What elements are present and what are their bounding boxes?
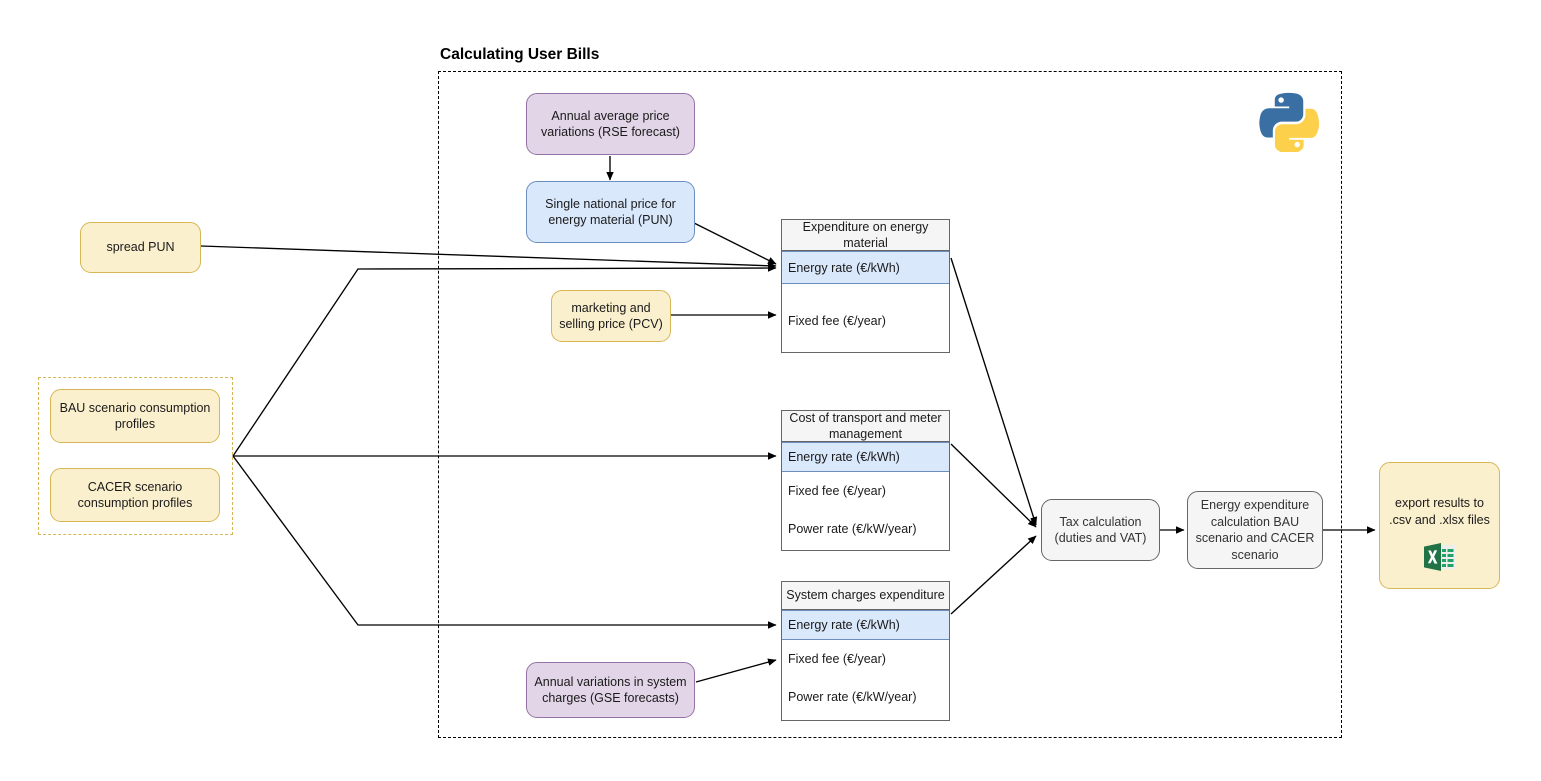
table-row[interactable]: Fixed fee (€/year) bbox=[782, 284, 949, 352]
table-header: Expenditure on energy material bbox=[782, 220, 949, 251]
node-export-label: export results to .csv and .xlsx files bbox=[1389, 496, 1490, 527]
table-row[interactable]: Fixed fee (€/year) bbox=[782, 472, 949, 510]
node-energy-expenditure-calculation[interactable]: Energy expenditure calculation BAU scena… bbox=[1187, 491, 1323, 569]
python-logo bbox=[1258, 90, 1320, 154]
diagram-title: Calculating User Bills bbox=[440, 46, 600, 63]
calculating-user-bills-boundary bbox=[438, 71, 1342, 738]
node-pun-single-national-price[interactable]: Single national price for energy materia… bbox=[526, 181, 695, 243]
table-row[interactable]: Energy rate (€/kWh) bbox=[782, 442, 949, 472]
node-rse-price-variations[interactable]: Annual average price variations (RSE for… bbox=[526, 93, 695, 155]
node-gse-system-charge-variations[interactable]: Annual variations in system charges (GSE… bbox=[526, 662, 695, 718]
table-expenditure-on-energy-material: Expenditure on energy material Energy ra… bbox=[781, 219, 950, 353]
excel-icon bbox=[1422, 541, 1458, 573]
table-system-charges-expenditure: System charges expenditure Energy rate (… bbox=[781, 581, 950, 721]
table-header: System charges expenditure bbox=[782, 582, 949, 610]
node-tax-calculation[interactable]: Tax calculation (duties and VAT) bbox=[1041, 499, 1160, 561]
table-row[interactable]: Energy rate (€/kWh) bbox=[782, 610, 949, 640]
node-bau-scenario-consumption-profiles[interactable]: BAU scenario consumption profiles bbox=[50, 389, 220, 443]
node-pcv-label: marketing and selling price (PCV) bbox=[559, 300, 663, 332]
node-bau-label: BAU scenario consumption profiles bbox=[59, 400, 211, 432]
node-pcv-marketing-selling-price[interactable]: marketing and selling price (PCV) bbox=[551, 290, 671, 342]
node-spread-pun-label: spread PUN bbox=[106, 240, 175, 255]
consumption-profiles-group bbox=[38, 377, 233, 535]
node-pun-label: Single national price for energy materia… bbox=[545, 196, 676, 228]
node-cacer-scenario-consumption-profiles[interactable]: CACER scenario consumption profiles bbox=[50, 468, 220, 522]
node-energy-expenditure-label: Energy expenditure calculation BAU scena… bbox=[1195, 498, 1315, 562]
node-cacer-label: CACER scenario consumption profiles bbox=[77, 479, 193, 511]
table-row[interactable]: Power rate (€/kW/year) bbox=[782, 678, 949, 716]
table-row[interactable]: Energy rate (€/kWh) bbox=[782, 251, 949, 284]
node-tax-label: Tax calculation (duties and VAT) bbox=[1054, 514, 1147, 546]
table-row[interactable]: Fixed fee (€/year) bbox=[782, 640, 949, 678]
node-rse-label: Annual average price variations (RSE for… bbox=[541, 108, 680, 140]
table-cost-of-transport-and-meter-management: Cost of transport and meter management E… bbox=[781, 410, 950, 551]
node-gse-label: Annual variations in system charges (GSE… bbox=[534, 674, 687, 706]
table-row[interactable]: Power rate (€/kW/year) bbox=[782, 510, 949, 548]
node-spread-pun[interactable]: spread PUN bbox=[80, 222, 201, 273]
table-header: Cost of transport and meter management bbox=[782, 411, 949, 442]
